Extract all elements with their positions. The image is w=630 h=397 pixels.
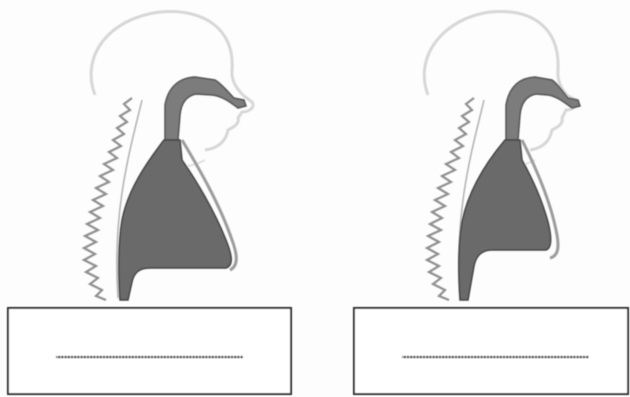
airway-upper-left xyxy=(165,77,246,140)
base-box-right xyxy=(354,308,628,394)
dotted-line-left xyxy=(56,354,243,360)
figure-left xyxy=(8,12,291,394)
base-box-left xyxy=(8,308,291,394)
airway-main-right xyxy=(459,140,551,300)
airway-main-left xyxy=(119,140,232,300)
figure-right xyxy=(354,12,628,394)
dotted-line-right xyxy=(402,354,589,360)
